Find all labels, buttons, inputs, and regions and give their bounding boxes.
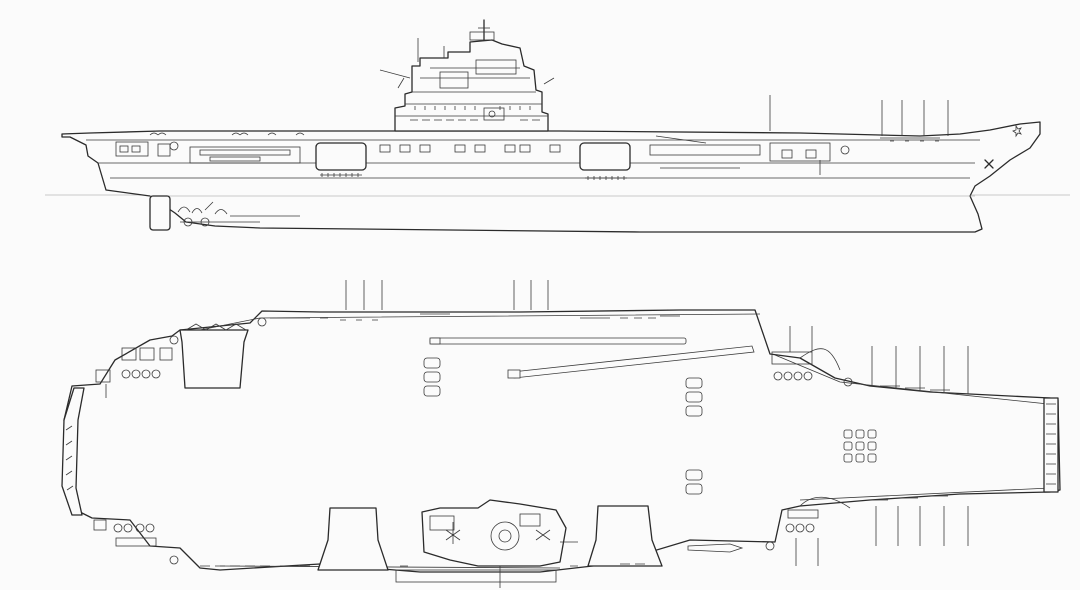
catapult-tracks <box>429 337 755 379</box>
side-elevation-view <box>45 19 1070 233</box>
elevator-port-1 <box>317 507 389 571</box>
elevator-port-2 <box>587 505 663 567</box>
island-plan <box>395 499 578 588</box>
plan-view <box>61 280 1061 588</box>
elevator-aft <box>179 329 249 389</box>
island-superstructure <box>379 19 555 132</box>
bow-ramp <box>1043 397 1059 493</box>
hull-outline <box>61 121 1041 233</box>
